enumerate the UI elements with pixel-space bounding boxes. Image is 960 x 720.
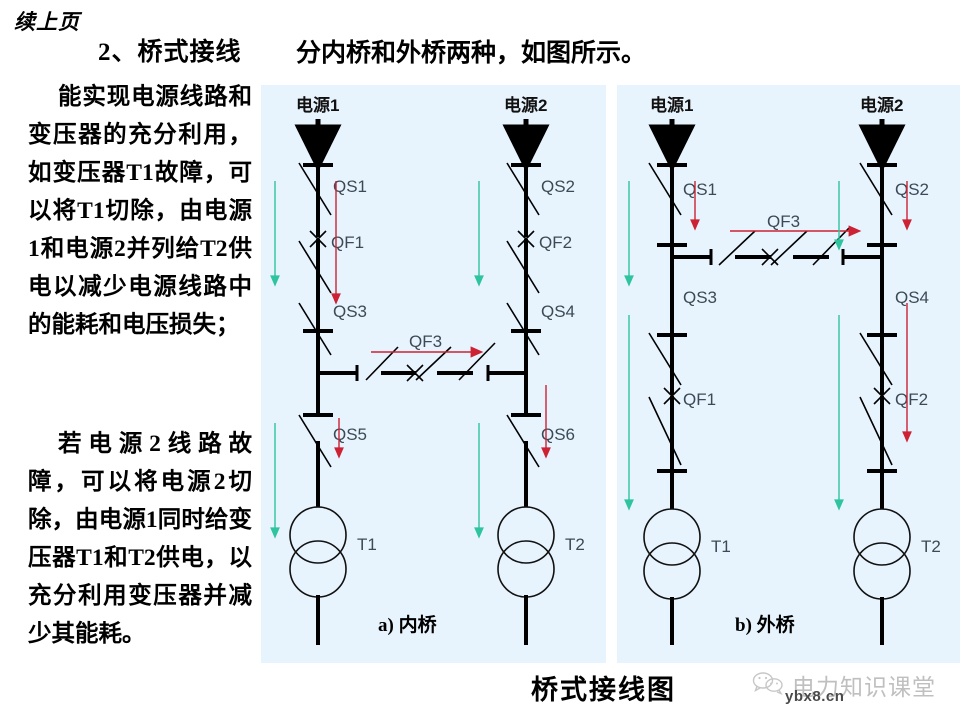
device-label-qf2-b: QF2 bbox=[895, 390, 928, 409]
watermark-url: ybx8.cn bbox=[785, 688, 845, 705]
device-label-qs1-a: QS1 bbox=[333, 177, 367, 196]
device-label-qs1-b: QS1 bbox=[683, 180, 717, 199]
bridge-label-qf3-b: QF3 bbox=[767, 212, 800, 231]
device-label-qs5-a: QS5 bbox=[333, 425, 367, 444]
device-label-qs6-a: QS6 bbox=[541, 425, 575, 444]
inner-bridge-schematic: 电源1 QS1 QF1 QS3 bbox=[270, 95, 585, 645]
figure-caption: 桥式接线图 bbox=[531, 675, 676, 705]
source-left-label-a: 电源1 bbox=[296, 95, 339, 115]
transformer-label-t1-a: T1 bbox=[357, 535, 377, 554]
body-paragraph-2: 若电源2线路故障，可以将电源2切除，由电源1同时给变压器T1和T2供电，以充分利… bbox=[28, 431, 252, 647]
bridge-label-qf3-a: QF3 bbox=[409, 332, 442, 351]
outer-bridge-schematic: 电源1 QS1 QS3 QF1 bbox=[624, 95, 941, 645]
device-label-qf2-a: QF2 bbox=[539, 233, 572, 252]
panel-caption-a: a) 内桥 bbox=[378, 615, 437, 636]
section-title: 2、桥式接线 bbox=[98, 39, 242, 66]
diagram-panel-outer-bridge: 电源1 QS1 QS3 QF1 bbox=[617, 85, 960, 663]
source-right-label-b: 电源2 bbox=[860, 95, 903, 115]
source-right-label-a: 电源2 bbox=[504, 95, 547, 115]
device-label-qs2-a: QS2 bbox=[541, 177, 575, 196]
panel-caption-b: b) 外桥 bbox=[735, 615, 795, 636]
watermark: 电力知识课堂 bbox=[752, 668, 936, 702]
transformer-label-t1-b: T1 bbox=[711, 537, 731, 556]
device-label-qf1-a: QF1 bbox=[331, 233, 364, 252]
device-label-qs4-b: QS4 bbox=[895, 288, 929, 307]
device-label-qs4-a: QS4 bbox=[541, 302, 575, 321]
intro-line: 分内桥和外桥两种，如图所示。 bbox=[296, 40, 647, 67]
device-label-qf1-b: QF1 bbox=[683, 390, 716, 409]
continued-label: 续上页 bbox=[14, 10, 80, 34]
transformer-label-t2-a: T2 bbox=[565, 535, 585, 554]
source-left-label-b: 电源1 bbox=[650, 95, 693, 115]
transformer-label-t2-b: T2 bbox=[921, 537, 941, 556]
device-label-qs3-b: QS3 bbox=[683, 288, 717, 307]
wechat-icon bbox=[752, 671, 786, 700]
device-label-qs2-b: QS2 bbox=[895, 180, 929, 199]
body-paragraph-1: 能实现电源线路和变压器的充分利用，如变压器T1故障，可以将T1切除，由电源1和电… bbox=[28, 84, 252, 338]
diagram-panel-inner-bridge: 电源1 QS1 QF1 QS3 bbox=[261, 85, 606, 663]
device-label-qs3-a: QS3 bbox=[333, 302, 367, 321]
watermark-brand: 电力知识课堂 bbox=[792, 675, 936, 700]
